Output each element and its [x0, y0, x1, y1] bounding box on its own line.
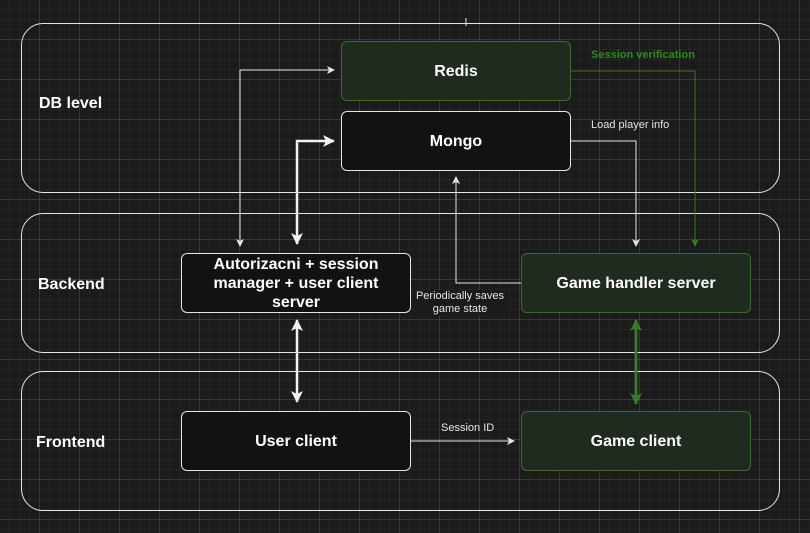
node-game-client[interactable]: Game client: [521, 411, 751, 471]
node-game-handler-server[interactable]: Game handler server: [521, 253, 751, 313]
node-user-client[interactable]: User client: [181, 411, 411, 471]
edge-label-session-id: Session ID: [441, 422, 495, 434]
node-auth-server-label: Autorizacni + session manager + user cli…: [213, 255, 379, 311]
edge-label-load-player-info: Load player info: [591, 119, 670, 131]
edge-periodically-saves[interactable]: [452, 176, 521, 284]
lane-label-frontend: Frontend: [36, 434, 106, 451]
node-mongo-label: Mongo: [429, 132, 483, 150]
node-redis-label: Redis: [434, 62, 478, 80]
edge-session-verification[interactable]: [571, 70, 699, 247]
lane-db-level: [21, 23, 780, 193]
node-redis[interactable]: Redis: [341, 41, 571, 101]
node-user-client-label: User client: [255, 432, 337, 450]
lane-backend: [21, 213, 780, 353]
node-game-handler-label: Game handler server: [556, 274, 716, 292]
edge-label-periodically-saves: Periodically saves game state: [414, 290, 506, 316]
edge-auth-mongo[interactable]: [291, 135, 335, 245]
edge-load-player-info[interactable]: [571, 140, 640, 247]
node-auth-server[interactable]: Autorizacni + session manager + user cli…: [181, 253, 411, 313]
node-game-client-label: Game client: [590, 432, 682, 450]
node-mongo[interactable]: Mongo: [341, 111, 571, 171]
lane-label-backend: Backend: [38, 276, 105, 293]
edge-label-session-verification: Session verification: [591, 49, 695, 61]
lane-label-db-level: DB level: [39, 95, 103, 112]
lane-frontend: [21, 371, 780, 511]
